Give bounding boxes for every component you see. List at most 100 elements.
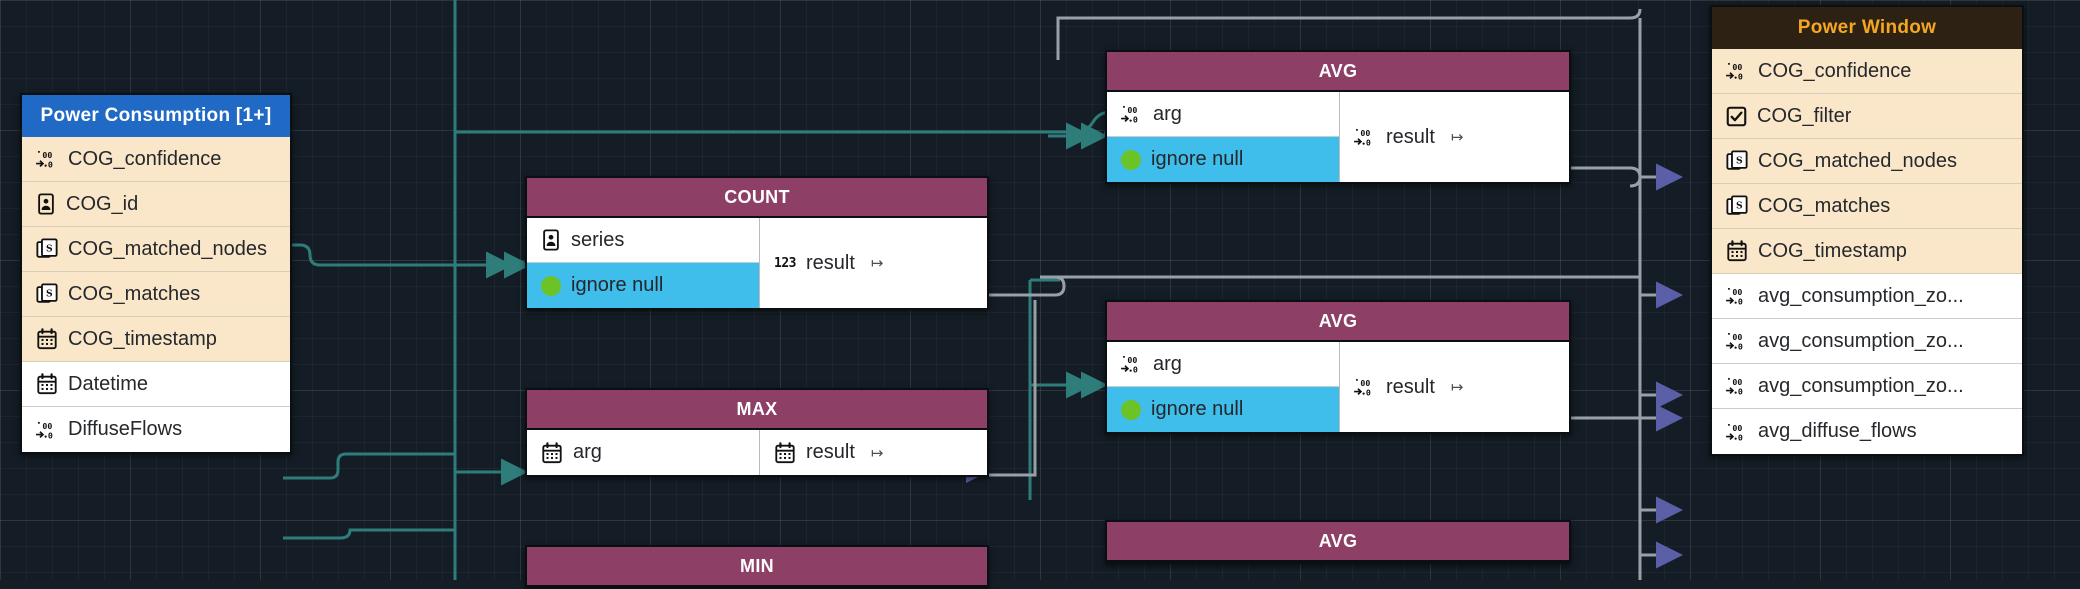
output-port-result[interactable]: 00 0 result ↦	[1340, 364, 1569, 410]
input-port-ignore-null[interactable]: ignore null	[527, 263, 759, 308]
svg-text:00: 00	[1732, 332, 1742, 342]
target-table-node[interactable]: Power Window 00 0 COG_confidence COG_fil…	[1710, 5, 2024, 456]
calendar-icon	[541, 441, 563, 464]
svg-text:S: S	[46, 243, 53, 254]
table-row[interactable]: S COG_matched_nodes	[22, 227, 290, 272]
function-node-avg-1[interactable]: AVG 00 0 arg ignore null 00 0	[1105, 50, 1571, 184]
table-row[interactable]: S COG_matches	[1712, 184, 2022, 229]
port-label: result	[806, 441, 855, 463]
node-title: MAX	[527, 390, 987, 430]
bool-dot-icon	[541, 275, 561, 296]
function-node-count[interactable]: COUNT series ignore null 123 result ↦	[525, 176, 989, 310]
function-node-avg-2[interactable]: AVG 00 0 arg ignore null 00 0	[1105, 300, 1571, 434]
decimal-icon: 00 0	[1354, 376, 1376, 398]
node-title: AVG	[1107, 52, 1569, 92]
field-label: DiffuseFlows	[68, 418, 183, 440]
port-label: result	[1386, 125, 1435, 148]
decimal-icon: 00 0	[1121, 103, 1143, 125]
source-table-title: Power Consumption [1+]	[22, 95, 290, 137]
source-table-rows: 00 0 COG_confidence COG_id S COG_matched…	[22, 137, 290, 452]
field-label: avg_consumption_zo...	[1758, 374, 1964, 397]
checkbox-icon	[1726, 106, 1747, 127]
function-node-avg-3[interactable]: AVG	[1105, 520, 1571, 564]
target-table-title: Power Window	[1712, 7, 2022, 49]
table-row[interactable]: COG_id	[22, 182, 290, 227]
svg-text:00: 00	[1360, 378, 1370, 388]
table-row[interactable]: 00 0 DiffuseFlows	[22, 407, 290, 452]
function-node-max[interactable]: MAX arg res	[525, 388, 989, 477]
source-table-node[interactable]: Power Consumption [1+] 00 0 COG_confiden…	[20, 93, 292, 454]
svg-text:0: 0	[48, 430, 53, 440]
output-port-result[interactable]: 00 0 result ↦	[1340, 114, 1569, 160]
port-label: result	[1386, 375, 1435, 398]
input-port-arg[interactable]: 00 0 arg	[1107, 92, 1339, 137]
decimal-icon: 00 0	[36, 419, 58, 441]
field-label: COG_timestamp	[68, 327, 217, 350]
node-title: AVG	[1107, 302, 1569, 342]
table-row[interactable]: COG_timestamp	[22, 317, 290, 362]
svg-text:00: 00	[1732, 287, 1742, 297]
node-title: AVG	[1107, 522, 1569, 562]
output-port-result[interactable]: 123 result ↦	[760, 240, 987, 286]
field-label: COG_matched_nodes	[1758, 149, 1958, 172]
table-row[interactable]: Datetime	[22, 362, 290, 407]
svg-text:0: 0	[1738, 296, 1743, 306]
decimal-icon: 00 0	[1726, 375, 1748, 397]
decimal-icon: 00 0	[1726, 285, 1748, 307]
table-row[interactable]: 00 0 COG_confidence	[22, 137, 290, 182]
input-port-ignore-null[interactable]: ignore null	[1107, 387, 1339, 432]
field-label: COG_timestamp	[1758, 239, 1907, 262]
svg-text:S: S	[1736, 155, 1743, 166]
output-arrow-icon: ↦	[870, 255, 884, 272]
field-label: avg_diffuse_flows	[1758, 420, 1917, 442]
table-row[interactable]: 00 0 avg_consumption_zo...	[1712, 364, 2022, 409]
svg-text:0: 0	[1738, 341, 1743, 351]
string-stack-icon: S	[1726, 150, 1748, 172]
field-label: COG_filter	[1757, 104, 1852, 127]
table-row[interactable]: COG_timestamp	[1712, 229, 2022, 274]
output-port-result[interactable]: result ↦	[760, 430, 987, 475]
field-label: avg_consumption_zo...	[1758, 284, 1964, 307]
table-row[interactable]: S COG_matches	[22, 272, 290, 317]
output-arrow-icon: ↦	[1450, 129, 1464, 146]
input-port-arg[interactable]: 00 0 arg	[1107, 342, 1339, 387]
node-title: MIN	[527, 547, 987, 587]
svg-text:S: S	[1736, 200, 1743, 211]
svg-text:00: 00	[1360, 128, 1370, 138]
output-arrow-icon: ↦	[870, 444, 884, 462]
port-label: arg	[1153, 102, 1182, 125]
table-row[interactable]: 00 0 COG_confidence	[1712, 49, 2022, 94]
table-row[interactable]: S COG_matched_nodes	[1712, 139, 2022, 184]
field-label: COG_confidence	[68, 147, 222, 170]
svg-text:00: 00	[1732, 377, 1742, 387]
table-row[interactable]: 00 0 avg_consumption_zo...	[1712, 319, 2022, 364]
calendar-icon	[36, 373, 58, 395]
field-label: COG_matches	[1758, 194, 1891, 217]
input-port-arg[interactable]: arg	[527, 430, 759, 475]
input-port-ignore-null[interactable]: ignore null	[1107, 137, 1339, 182]
input-port-series[interactable]: series	[527, 218, 759, 263]
calendar-icon	[774, 441, 796, 464]
table-row[interactable]: 00 0 avg_consumption_zo...	[1712, 274, 2022, 319]
decimal-icon: 00 0	[1121, 353, 1143, 375]
svg-text:0: 0	[1133, 364, 1138, 374]
port-label: arg	[573, 441, 602, 463]
svg-text:00: 00	[1127, 355, 1137, 365]
field-label: COG_matches	[68, 282, 201, 305]
function-node-min[interactable]: MIN	[525, 545, 989, 589]
string-stack-icon: S	[1726, 195, 1748, 217]
port-label: result	[805, 251, 855, 274]
table-row[interactable]: COG_filter	[1712, 94, 2022, 139]
table-row[interactable]: 00 0 avg_diffuse_flows	[1712, 409, 2022, 454]
string-stack-icon: S	[36, 283, 58, 305]
svg-text:00: 00	[42, 150, 52, 160]
node-title: COUNT	[527, 178, 987, 218]
svg-text:00: 00	[1127, 105, 1137, 115]
svg-text:00: 00	[42, 421, 52, 431]
svg-text:S: S	[46, 288, 53, 299]
id-card-icon	[36, 193, 56, 215]
field-label: COG_confidence	[1758, 59, 1912, 82]
port-label: series	[571, 228, 625, 251]
svg-text:0: 0	[1738, 432, 1743, 442]
port-label: ignore null	[1151, 148, 1244, 170]
